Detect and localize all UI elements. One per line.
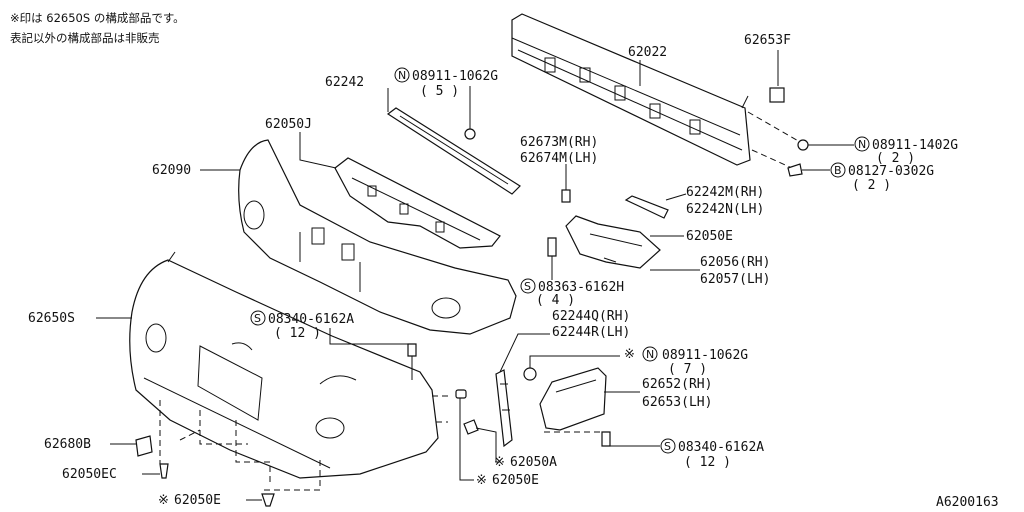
symbol-s-6162A-upper [250, 310, 266, 326]
label-62022: 62022 [628, 45, 667, 60]
label-08911-1402G: 08911-1402G [872, 138, 958, 153]
clip-62050EC [159, 463, 169, 479]
label-08127-0302G: 08127-0302G [848, 164, 934, 179]
label-62650S: 62650S [28, 311, 75, 326]
bracket-62242M [624, 195, 669, 219]
symbol-n-1402G [854, 136, 870, 152]
label-08363-6162H: 08363-6162H [538, 280, 624, 295]
label-08911-1062G-5: 08911-1062G [412, 69, 498, 84]
symbol-s-6162H [520, 278, 536, 294]
label-62242: 62242 [325, 75, 364, 90]
reinforcement-beam-62022 [511, 13, 751, 166]
nut-08911-1062G-7 [523, 367, 537, 381]
screw-08363-6162H [547, 237, 557, 257]
symbol-s-text-6162A-lower: S [664, 440, 671, 453]
inner-bumper-62090 [238, 139, 517, 335]
label-62652: 62652(RH) [642, 377, 712, 392]
label-62680B: 62680B [44, 437, 91, 452]
clip-62050A [463, 419, 479, 435]
label-62050E-middle: 62050E [492, 473, 539, 488]
label-62050E-right: 62050E [686, 229, 733, 244]
bracket-62242 [386, 107, 521, 195]
bumper-fascia-62650S [129, 251, 439, 479]
part-62673M [561, 189, 571, 203]
screw-08340-6162A-upper [407, 343, 417, 357]
label-62050A: 62050A [510, 455, 557, 470]
star-62050E-bottom: ※ [158, 493, 169, 508]
label-08340-6162A-upper: 08340-6162A [268, 312, 354, 327]
qty-08911-1402G: ( 2 ) [876, 151, 915, 166]
label-62244Q: 62244Q(RH) [552, 309, 630, 324]
symbol-n-text-1062G-5: N [398, 69, 406, 82]
part-62680B [135, 435, 153, 457]
qty-08127-0302G: ( 2 ) [852, 178, 891, 193]
qty-08911-1062G-7: ( 7 ) [668, 362, 707, 377]
figure-code: A6200163 [936, 495, 999, 510]
energy-absorber-62050J [334, 157, 501, 249]
side-panel-62652 [539, 367, 607, 431]
label-62057: 62057(LH) [700, 272, 770, 287]
bolt-08127-0302G [787, 163, 803, 177]
note-line-2: 表記以外の構成部品は非販売 [10, 31, 160, 45]
label-62056: 62056(RH) [700, 255, 770, 270]
label-08340-6162A-lower: 08340-6162A [678, 440, 764, 455]
symbol-s-text-6162H: S [524, 280, 531, 293]
label-62674M: 62674M(LH) [520, 151, 598, 166]
label-62673M: 62673M(RH) [520, 135, 598, 150]
symbol-s-text-6162A-upper: S [254, 312, 261, 325]
symbol-n-text-1062G-7: N [646, 348, 654, 361]
screw-08340-6162A-lower [601, 431, 611, 447]
symbol-s-6162A-lower [660, 438, 676, 454]
star-62050E-middle: ※ [476, 473, 487, 488]
label-08911-1062G-7: 08911-1062G [662, 348, 748, 363]
qty-08911-1062G-5: ( 5 ) [420, 84, 459, 99]
part-62653F [769, 87, 785, 103]
label-62050E-bottom: 62050E [174, 493, 221, 508]
label-62242N: 62242N(LH) [686, 202, 764, 217]
qty-08363-6162H: ( 4 ) [536, 293, 575, 308]
label-62050J: 62050J [265, 117, 312, 132]
qty-08340-6162A-upper: ( 12 ) [274, 326, 321, 341]
clip-62050E-bottom [261, 493, 275, 507]
symbol-b-text-0302G: B [834, 164, 842, 177]
nut-08911-1402G [797, 139, 809, 151]
label-62050EC: 62050EC [62, 467, 117, 482]
note-line-1: ※印は 62650S の構成部品です。 [10, 11, 185, 25]
symbol-n-1062G-5 [394, 67, 410, 83]
label-62242M: 62242M(RH) [686, 185, 764, 200]
side-bracket-62244Q [495, 369, 513, 448]
symbol-n-text-1402G: N [858, 138, 866, 151]
side-bracket-62056 [565, 215, 661, 269]
symbol-n-1062G-7 [642, 346, 658, 362]
clip-62050E-middle [455, 389, 467, 399]
symbol-b-0302G [830, 162, 846, 178]
label-62090: 62090 [152, 163, 191, 178]
label-62653F: 62653F [744, 33, 791, 48]
nut-08911-1062G-5 [464, 128, 476, 140]
star-08911-1062G-7: ※ [624, 347, 635, 362]
label-62653: 62653(LH) [642, 395, 712, 410]
label-62244R: 62244R(LH) [552, 325, 630, 340]
qty-08340-6162A-lower: ( 12 ) [684, 455, 731, 470]
star-62050A: ※ [494, 455, 505, 470]
